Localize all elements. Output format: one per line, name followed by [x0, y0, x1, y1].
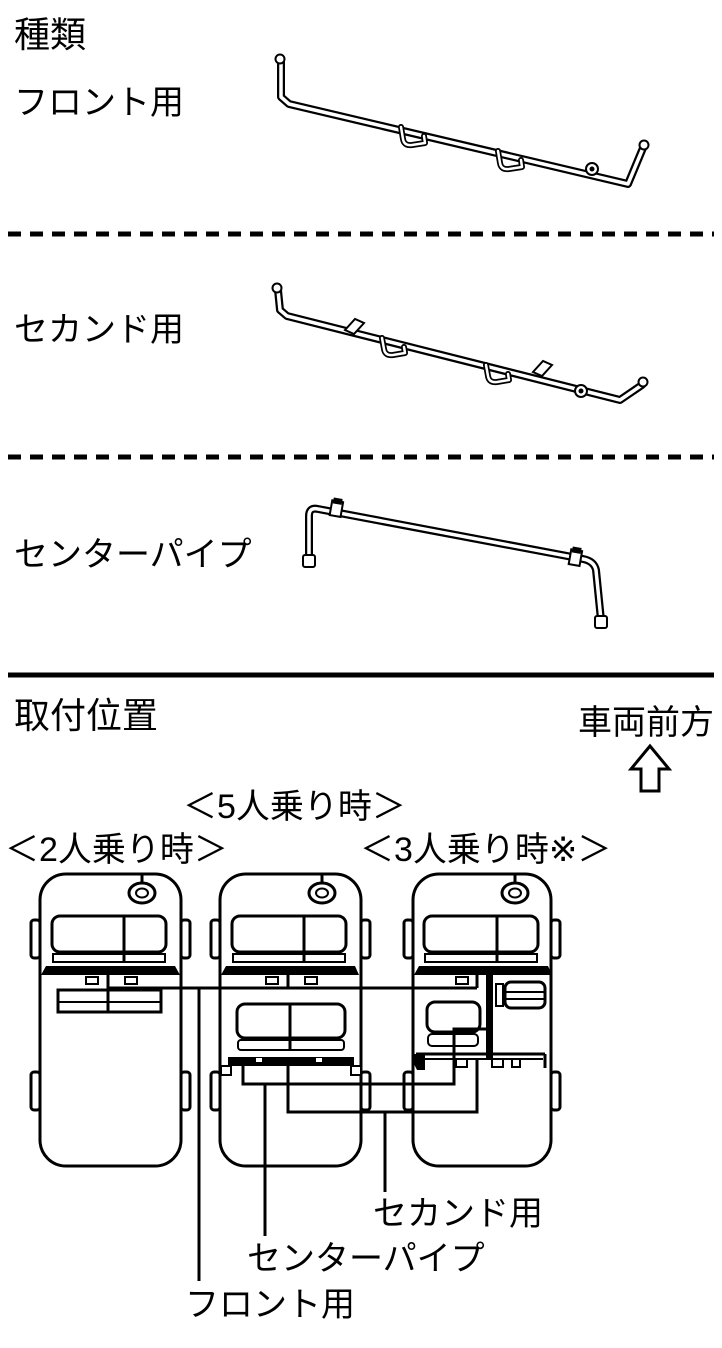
- types-section-heading: 種類: [14, 14, 87, 55]
- type-label-front: フロント用: [14, 84, 184, 122]
- front-pipe-position: [414, 966, 552, 975]
- vehicle-5-passenger: [209, 872, 372, 1168]
- callout-label-front: フロント用: [185, 1286, 355, 1324]
- type-label-center: センターパイプ: [14, 536, 252, 574]
- front-pipe-position: [41, 966, 180, 975]
- center-pipe-position: [486, 970, 493, 1058]
- second-pipe-drawing: [271, 282, 649, 404]
- center-pipe-leader: [241, 1027, 486, 1236]
- second-pipe-leader: [286, 1060, 479, 1192]
- front-pipe-drawing: [274, 53, 650, 188]
- front-pipe-position: [221, 966, 359, 975]
- front-pipe-leader: [106, 974, 479, 1281]
- callout-label-second: セカンド用: [373, 1195, 543, 1233]
- second-pipe-position: [228, 1057, 354, 1066]
- type-label-second: セカンド用: [14, 311, 184, 349]
- mounting-section-heading: 取付位置: [14, 695, 159, 736]
- config-label-3-passenger: ＜3人乗り時※＞: [360, 831, 612, 869]
- front-seat: [422, 914, 540, 954]
- front-seat: [230, 914, 348, 954]
- config-label-5-passenger: ＜5人乗り時＞: [183, 788, 406, 826]
- folded-seat-side: [495, 983, 504, 1007]
- config-label-2-passenger: ＜2人乗り時＞: [5, 831, 228, 869]
- callout-leader-lines: [106, 974, 486, 1281]
- center-pipe-drawing: [302, 497, 608, 629]
- vehicle-3-passenger: [402, 872, 562, 1168]
- callout-label-center: センターパイプ: [247, 1240, 485, 1278]
- front-direction-arrow-icon: [627, 743, 673, 793]
- front-seat: [50, 914, 168, 954]
- vehicle-2-passenger: [29, 872, 192, 1168]
- vehicle-front-label: 車両前方: [578, 704, 714, 742]
